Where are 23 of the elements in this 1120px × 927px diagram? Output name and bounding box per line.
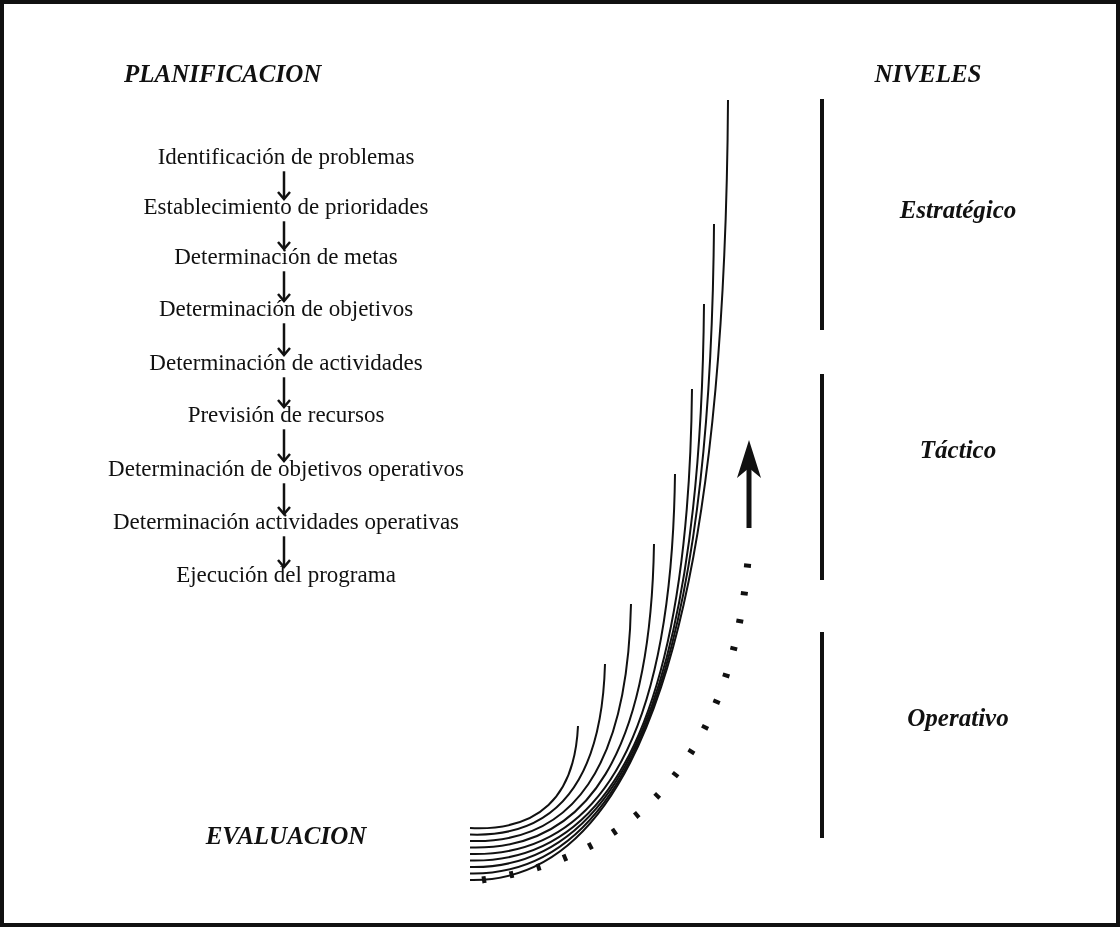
section-heading: PLANIFICACION [124, 60, 322, 88]
step-text: Establecimiento de prioridades [143, 194, 429, 220]
level-label: Táctico [919, 436, 997, 464]
step-text: Determinación de objetivos [158, 296, 414, 322]
arrow [276, 377, 292, 409]
arrow [276, 171, 292, 201]
arrow [276, 429, 292, 463]
level-label: Estratégico [899, 196, 1017, 224]
arrow [276, 483, 292, 516]
section-heading: NIVELES [874, 60, 982, 88]
step-text: Determinación de metas [174, 244, 398, 270]
arrow [276, 271, 292, 303]
level-label: Operativo [907, 704, 1009, 732]
step-text: Identificación de problemas [157, 144, 415, 170]
arrow [276, 221, 292, 251]
step-text: Ejecución del programa [176, 562, 396, 588]
section-heading: EVALUACION [205, 822, 367, 850]
step-text: Previsión de recursos [187, 402, 385, 428]
step-text: Determinación actividades operativas [112, 509, 460, 535]
step-text: Determinación de objetivos operativos [108, 456, 464, 482]
arrow [276, 536, 292, 569]
arrow [276, 323, 292, 357]
step-text: Determinación de actividades [149, 350, 423, 376]
